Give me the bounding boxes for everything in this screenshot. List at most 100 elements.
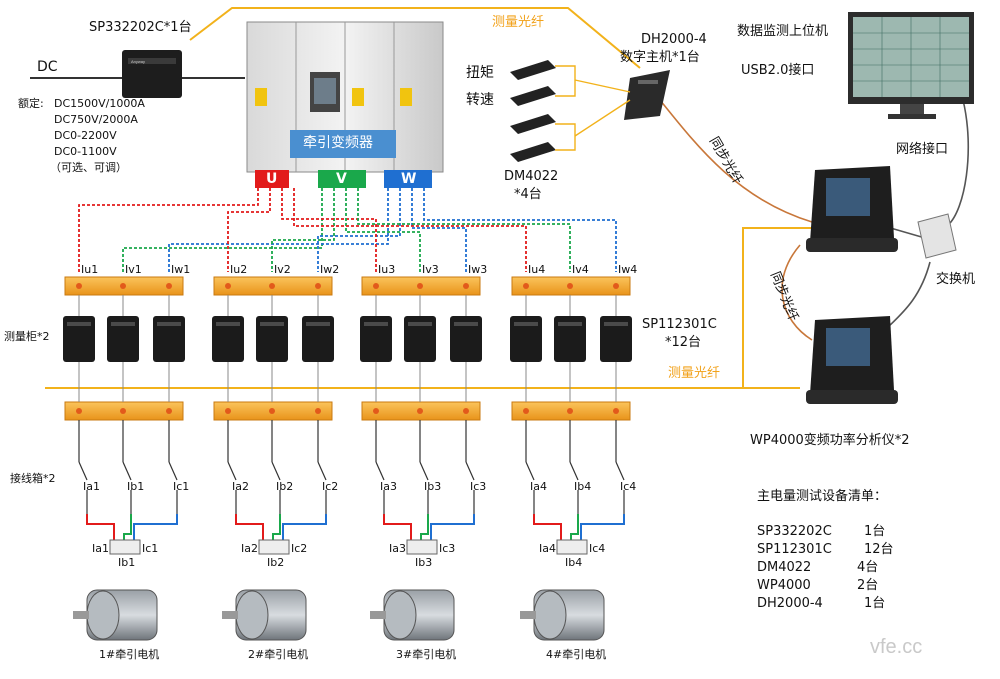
label-iw-2: Iw2 <box>320 263 340 276</box>
equipment-qty: 1台 <box>864 596 886 611</box>
bolt <box>417 408 423 414</box>
terminal-ib-3: Ib3 <box>415 556 433 569</box>
equipment-qty: 4台 <box>857 560 879 575</box>
label-ic-2: Ic2 <box>322 480 339 493</box>
label-iv-3: Iv3 <box>422 263 439 276</box>
sensor-plate <box>157 322 181 326</box>
sp112301c-sensor <box>302 316 334 362</box>
wire-u-1 <box>78 188 259 272</box>
phase-u-label: U <box>266 171 278 187</box>
motor-terminal-1 <box>109 539 141 555</box>
switch-label: 交换机 <box>936 272 976 287</box>
motor-label-1: 1#牵引电机 <box>99 648 160 661</box>
terminal-ia-3: Ia3 <box>389 542 406 555</box>
usb-label: USB2.0接口 <box>741 63 815 78</box>
wp4000-label: WP4000变频功率分析仪*2 <box>750 433 910 448</box>
network-label: 网络接口 <box>896 142 949 157</box>
network-lines <box>879 99 970 331</box>
label-iv-2: Iv2 <box>274 263 291 276</box>
label-ia-1: Ia1 <box>83 480 100 493</box>
lead-b <box>272 514 281 540</box>
wire-w-1 <box>168 188 389 272</box>
terminal-ic-3: Ic3 <box>439 542 456 555</box>
rating-2: DC750V/2000A <box>54 113 138 126</box>
wire-v-2 <box>271 188 335 272</box>
bolt <box>76 408 82 414</box>
watermark-text: vfe.cc <box>870 636 922 658</box>
bolt <box>567 408 573 414</box>
switch-blade <box>615 461 625 481</box>
sp112301c-sensor <box>212 316 244 362</box>
motor-end-cap <box>235 590 269 640</box>
bolt <box>120 408 126 414</box>
motor-label-4: 4#牵引电机 <box>546 648 607 661</box>
label-ib-4: Ib4 <box>574 480 592 493</box>
bolt <box>315 408 321 414</box>
switch-blade <box>227 461 237 481</box>
label-iu-4: Iu4 <box>528 263 546 276</box>
sensor-plate <box>408 322 432 326</box>
bolt <box>315 283 321 289</box>
dm4022-modules <box>510 60 556 162</box>
label-ic-3: Ic3 <box>470 480 487 493</box>
switch-blade <box>525 461 535 481</box>
label-ia-4: Ia4 <box>530 480 547 493</box>
sp112301c-sensor <box>404 316 436 362</box>
switch-blade <box>271 461 281 481</box>
bolt <box>166 408 172 414</box>
lead-b <box>420 514 429 540</box>
bolt <box>523 283 529 289</box>
sensor-plate <box>260 322 284 326</box>
wp4000-analyzer-2 <box>806 316 898 404</box>
lead-a <box>383 514 412 540</box>
cabinet-label: 测量柜*2 <box>4 330 50 343</box>
svg-text:Anyway: Anyway <box>131 59 145 64</box>
wire-v-3 <box>345 188 421 272</box>
label-iw-1: Iw1 <box>171 263 191 276</box>
bolt <box>269 408 275 414</box>
wire-v-1 <box>122 188 323 272</box>
motor-terminal-4 <box>556 539 588 555</box>
phase-w-label: W <box>401 171 417 187</box>
label-ia-2: Ia2 <box>232 480 249 493</box>
motor-shaft <box>520 611 536 619</box>
bolt <box>613 283 619 289</box>
terminal-ic-1: Ic1 <box>142 542 159 555</box>
speed-label: 转速 <box>466 92 494 108</box>
label-iw-3: Iw3 <box>468 263 488 276</box>
sp112301c-sensor <box>450 316 482 362</box>
label-ic-1: Ic1 <box>173 480 190 493</box>
sensor-plate <box>111 322 135 326</box>
equipment-name: SP112301C <box>757 542 832 557</box>
wire-v-4 <box>357 188 571 272</box>
motor-terminal-2 <box>258 539 290 555</box>
lead-b <box>570 514 579 540</box>
dh2000-label-line1: DH2000-4 <box>641 32 707 47</box>
sp112301c-sensor <box>600 316 632 362</box>
lead-c <box>580 514 625 540</box>
traction-inverter <box>246 21 444 173</box>
dh2000-label-line2: 数字主机*1台 <box>620 50 700 65</box>
label-iu-2: Iu2 <box>230 263 248 276</box>
rating-heading: 额定: <box>18 97 44 110</box>
inverter-title: 牵引变频器 <box>303 135 373 151</box>
bolt <box>120 283 126 289</box>
bolt <box>269 283 275 289</box>
motor-terminal-3 <box>406 539 438 555</box>
wp4000-analyzer-1 <box>806 166 898 252</box>
sp332202c-sensor: Anyway <box>122 50 182 98</box>
bolt <box>613 408 619 414</box>
motor-shaft <box>370 611 386 619</box>
sp112301c-sensor <box>63 316 95 362</box>
terminal-ia-2: Ia2 <box>241 542 258 555</box>
dm4022-label-line2: *4台 <box>514 187 542 202</box>
wire-u-4 <box>293 188 527 272</box>
rating-4: DC0-1100V <box>54 145 117 158</box>
motor-end-cap <box>86 590 120 640</box>
switch-blade <box>78 461 88 481</box>
label-iu-1: Iu1 <box>81 263 99 276</box>
bolt <box>567 283 573 289</box>
terminal-ic-4: Ic4 <box>589 542 606 555</box>
sp112301c-sensor <box>554 316 586 362</box>
sp112301c-sensor <box>107 316 139 362</box>
